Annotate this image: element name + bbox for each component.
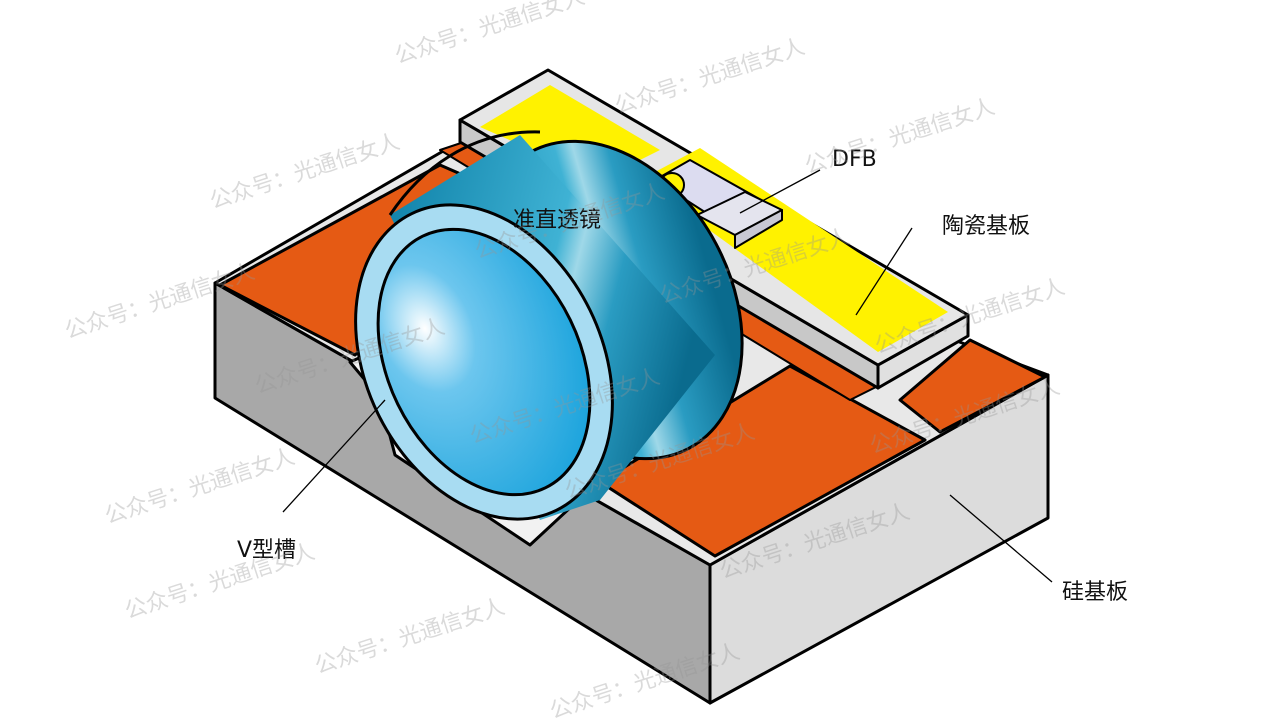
leader-lines [282, 169, 1053, 583]
label-ceramic-substrate: 陶瓷基板 [942, 214, 1031, 239]
label-silicon-substrate: 硅基板 [1062, 580, 1129, 605]
dfb-chip-front [734, 209, 783, 249]
lens-front-face [376, 227, 592, 497]
label-collimating-lens: 准直透镜 [513, 208, 602, 233]
label-dfb: DFB [832, 147, 877, 172]
label-v-groove: V型槽 [237, 538, 297, 563]
orange-pad-right [898, 338, 1047, 434]
